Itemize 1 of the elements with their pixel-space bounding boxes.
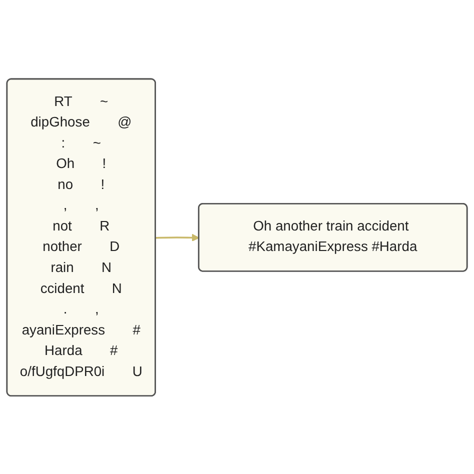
arrow: [156, 233, 200, 242]
